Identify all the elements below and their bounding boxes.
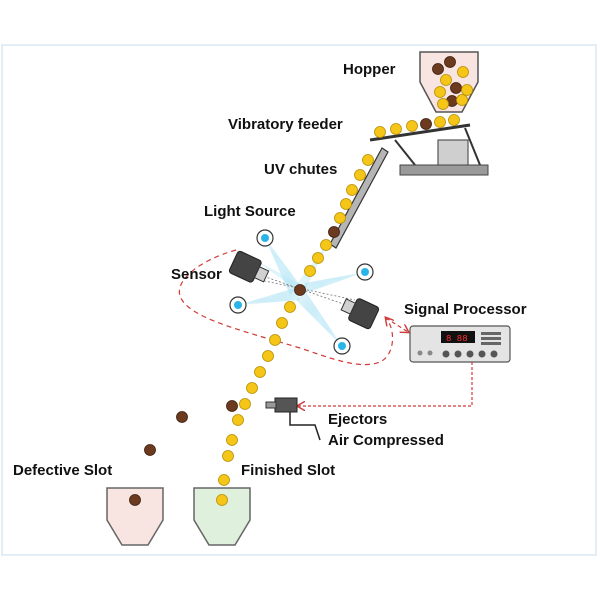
good-seed (434, 116, 446, 128)
good-seed (320, 239, 332, 251)
good-seed (284, 301, 296, 313)
good-seed (254, 366, 266, 378)
signal-line (298, 362, 473, 406)
good-seed (216, 494, 228, 506)
good-seed (262, 350, 274, 362)
good-seed (246, 382, 258, 394)
defective-seed (129, 494, 141, 506)
hopper-label: Hopper (343, 61, 396, 78)
slot-bin-icon (193, 487, 251, 546)
defective-seed (176, 411, 188, 423)
good-seed (461, 84, 473, 96)
sensor-label: Sensor (171, 266, 222, 283)
defective-seed (144, 444, 156, 456)
defective-slot-label: Defective Slot (13, 462, 113, 479)
chute-icon (329, 147, 389, 249)
diagram-border (1, 44, 597, 556)
defective-seed (444, 56, 456, 68)
defective-seed (432, 63, 444, 75)
good-seed (456, 94, 468, 106)
good-seed (346, 184, 358, 196)
light-source-label: Light Source (204, 203, 296, 220)
good-seed (437, 98, 449, 110)
slot-bin-icon (106, 487, 164, 546)
ejectors-label: Ejectors (328, 411, 388, 428)
svg-text:8 88: 8 88 (446, 334, 468, 344)
light-source-icon (333, 337, 351, 355)
finished-slot-label: Finished Slot (241, 462, 336, 479)
good-seed (218, 474, 230, 486)
signal-processor-label: Signal Processor (404, 301, 527, 318)
good-seed (269, 334, 281, 346)
good-seed (390, 123, 402, 135)
good-seed (354, 169, 366, 181)
good-seed (226, 434, 238, 446)
light-beams (238, 238, 365, 346)
vibratory-feeder-label: Vibratory feeder (228, 116, 343, 133)
air-compressed-label: Air Compressed (328, 432, 444, 449)
good-seed (340, 198, 352, 210)
good-seed (374, 126, 386, 138)
sensor-loop (178, 249, 408, 366)
defective-seed (420, 118, 432, 130)
light-source-icon (356, 263, 374, 281)
ejector-nozzle-icon (265, 397, 321, 441)
good-seed (406, 120, 418, 132)
signal-processor-icon: 8 88 (409, 325, 511, 363)
uv-chutes-label: UV chutes (264, 161, 338, 178)
good-seed (276, 317, 288, 329)
good-seed (222, 450, 234, 462)
sensor-camera-icon (228, 250, 270, 283)
seeds (129, 56, 473, 506)
light-source-icon (229, 296, 247, 314)
good-seed (232, 414, 244, 426)
good-seed (362, 154, 374, 166)
good-seed (448, 114, 460, 126)
sensor-camera-icon (340, 298, 380, 330)
good-seed (239, 398, 251, 410)
good-seed (457, 66, 469, 78)
good-seed (334, 212, 346, 224)
good-seed (304, 265, 316, 277)
defective-seed (450, 82, 462, 94)
vibratory-feeder-icon (369, 123, 489, 176)
good-seed (434, 86, 446, 98)
defective-seed (328, 226, 340, 238)
light-source-icon (256, 229, 274, 247)
defective-seed (226, 400, 238, 412)
good-seed (312, 252, 324, 264)
defective-seed (294, 284, 306, 296)
good-seed (440, 74, 452, 86)
